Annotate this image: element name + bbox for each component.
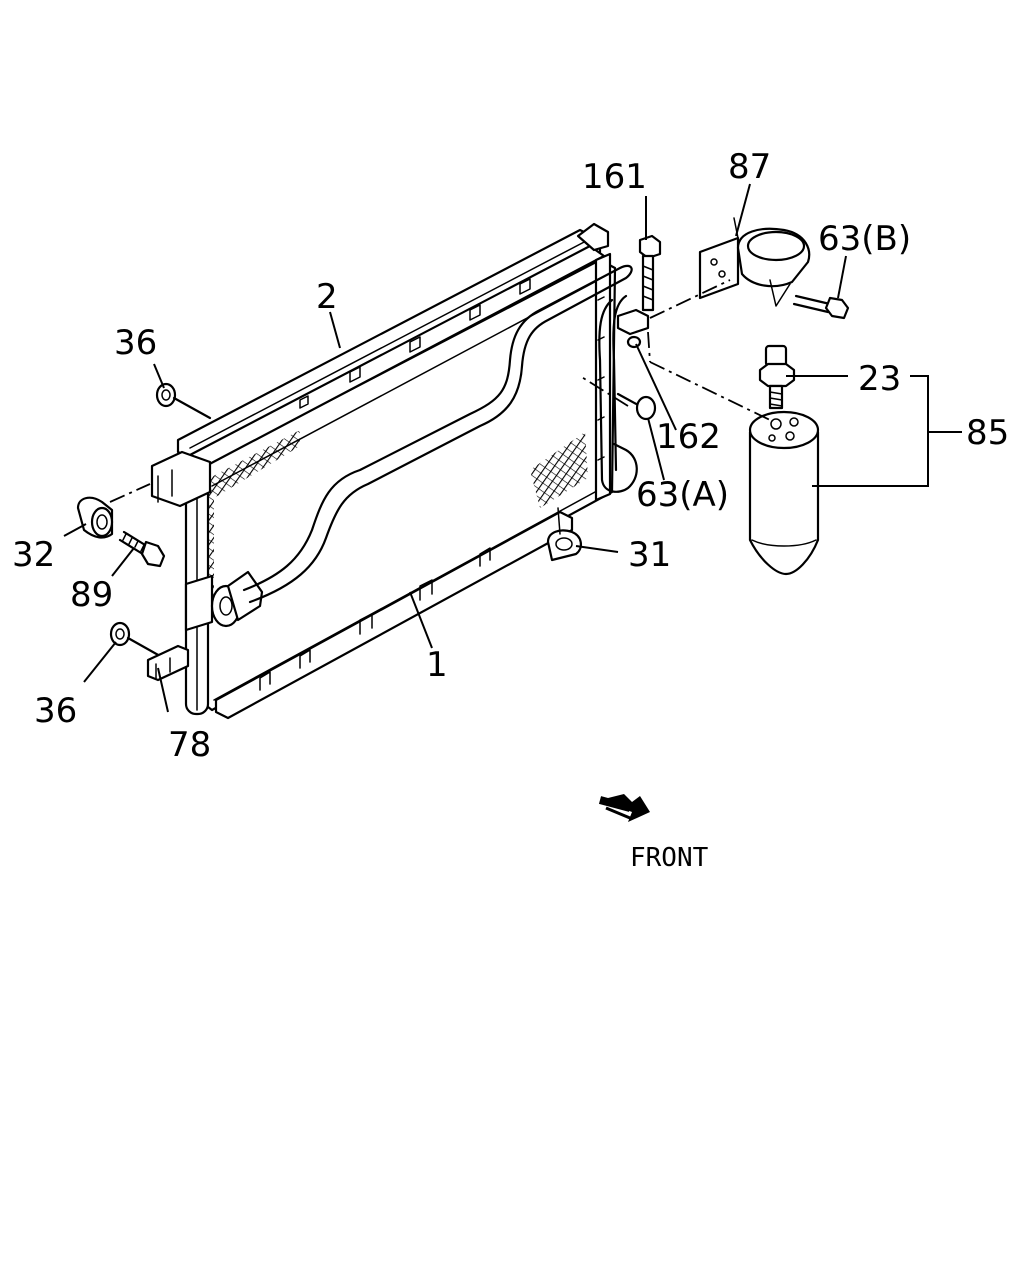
front-label: FRONT bbox=[630, 843, 709, 873]
nut-162 bbox=[626, 335, 642, 349]
bracket-78 bbox=[146, 644, 190, 682]
leader-lines bbox=[63, 183, 962, 713]
condenser-left-tank bbox=[150, 450, 264, 716]
upper-seal-rubber bbox=[176, 222, 610, 470]
callout-162: 162 bbox=[656, 417, 721, 457]
screw-36-top bbox=[155, 382, 212, 420]
bolt-161 bbox=[638, 234, 662, 312]
assembly-lines bbox=[109, 279, 771, 503]
callout-36-bottom: 36 bbox=[34, 691, 77, 731]
callout-161: 161 bbox=[582, 157, 647, 197]
callout-63b: 63(B) bbox=[818, 219, 911, 259]
bolt-63b bbox=[792, 294, 850, 320]
lower-seal-rubber bbox=[214, 510, 574, 720]
callout-32: 32 bbox=[12, 535, 55, 575]
callout-89: 89 bbox=[70, 575, 113, 615]
bracket-87 bbox=[698, 217, 811, 307]
callout-36-top: 36 bbox=[114, 323, 157, 363]
callout-85: 85 bbox=[966, 413, 1009, 453]
cushion-32 bbox=[76, 496, 114, 539]
callout-23: 23 bbox=[858, 359, 901, 399]
pressure-switch-23 bbox=[758, 344, 796, 410]
condenser-right-tank bbox=[594, 252, 612, 502]
bolt-89 bbox=[118, 530, 166, 568]
bolt-63a bbox=[616, 392, 657, 421]
callout-87: 87 bbox=[728, 147, 771, 187]
callout-31: 31 bbox=[628, 535, 671, 575]
receiver-drier-85 bbox=[748, 410, 820, 576]
front-arrow-icon bbox=[598, 794, 650, 822]
callout-78: 78 bbox=[168, 725, 211, 765]
callout-1: 1 bbox=[426, 645, 448, 685]
screw-36-bottom bbox=[109, 621, 162, 658]
refrigerant-pipe bbox=[242, 264, 650, 604]
callout-63a: 63(A) bbox=[636, 475, 729, 515]
callout-2: 2 bbox=[316, 277, 338, 317]
clip-31 bbox=[546, 507, 582, 562]
